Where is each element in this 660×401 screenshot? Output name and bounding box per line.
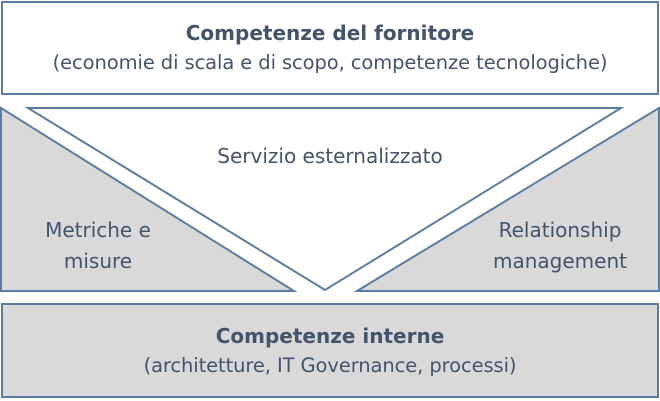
left-triangle xyxy=(0,106,298,292)
right-triangle xyxy=(353,106,660,292)
outsourced-service-label: Servizio esternalizzato xyxy=(217,144,443,168)
internal-competencies-box: Competenze interne (architetture, IT Gov… xyxy=(1,303,659,398)
metrics-label-line2: misure xyxy=(63,249,133,273)
supplier-competencies-title: Competenze del fornitore xyxy=(185,21,475,45)
internal-competencies-title: Competenze interne xyxy=(215,323,445,348)
internal-competencies-subtitle: (architetture, IT Governance, processi) xyxy=(143,353,517,377)
metrics-label: Metriche e misure xyxy=(18,215,178,277)
center-inverted-triangle xyxy=(24,107,625,292)
relationship-management-label: Relationship management xyxy=(480,215,640,277)
relationship-label-line1: Relationship xyxy=(498,218,622,242)
metrics-label-line1: Metriche e xyxy=(45,218,151,242)
relationship-label-line2: management xyxy=(493,249,627,273)
supplier-competencies-subtitle: (economie di scala e di scopo, competenz… xyxy=(52,51,608,74)
supplier-competencies-box: Competenze del fornitore (economie di sc… xyxy=(1,1,659,95)
